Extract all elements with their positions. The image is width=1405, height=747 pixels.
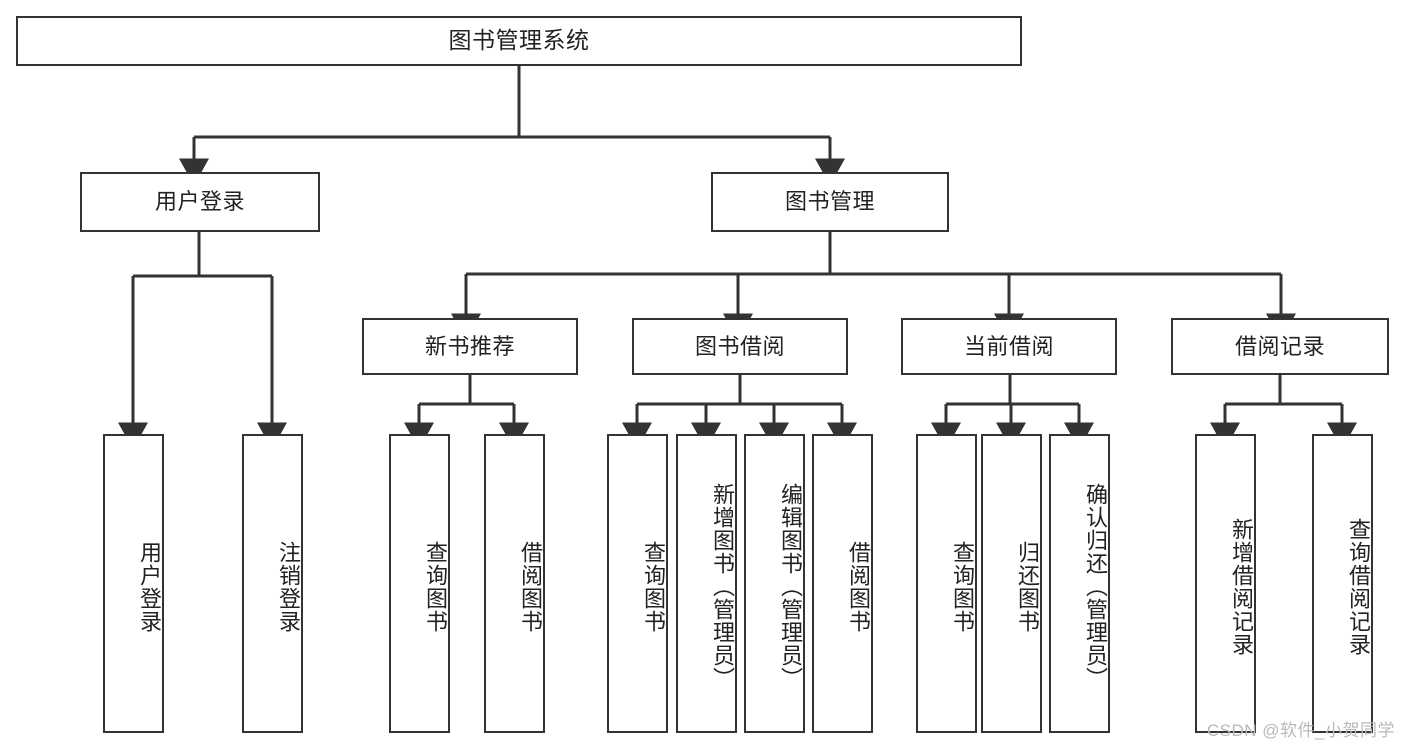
leaf-add-record[interactable]: 新增借阅记录 — [1195, 434, 1256, 733]
leaf-edit-book[interactable]: 编辑图书（管理员） — [744, 434, 805, 733]
node-user-login[interactable]: 用户登录 — [80, 172, 320, 232]
leaf-user-logout[interactable]: 注销登录 — [242, 434, 303, 733]
leaf-query-record[interactable]: 查询借阅记录 — [1312, 434, 1373, 733]
leaf-query-book-1[interactable]: 查询图书 — [389, 434, 450, 733]
leaf-add-book[interactable]: 新增图书（管理员） — [676, 434, 737, 733]
node-borrow-record[interactable]: 借阅记录 — [1171, 318, 1389, 375]
leaf-user-login[interactable]: 用户登录 — [103, 434, 164, 733]
node-root[interactable]: 图书管理系统 — [16, 16, 1022, 66]
leaf-query-book-3[interactable]: 查询图书 — [916, 434, 977, 733]
leaf-borrow-book-2[interactable]: 借阅图书 — [812, 434, 873, 733]
node-current-borrow[interactable]: 当前借阅 — [901, 318, 1117, 375]
leaf-query-book-2[interactable]: 查询图书 — [607, 434, 668, 733]
node-new-book-recommend[interactable]: 新书推荐 — [362, 318, 578, 375]
watermark: CSDN @软件_小贺同学 — [1206, 721, 1395, 740]
node-book-borrow[interactable]: 图书借阅 — [632, 318, 848, 375]
leaf-borrow-book-1[interactable]: 借阅图书 — [484, 434, 545, 733]
leaf-return-book[interactable]: 归还图书 — [981, 434, 1042, 733]
node-book-manage[interactable]: 图书管理 — [711, 172, 949, 232]
leaf-confirm-return[interactable]: 确认归还（管理员） — [1049, 434, 1110, 733]
